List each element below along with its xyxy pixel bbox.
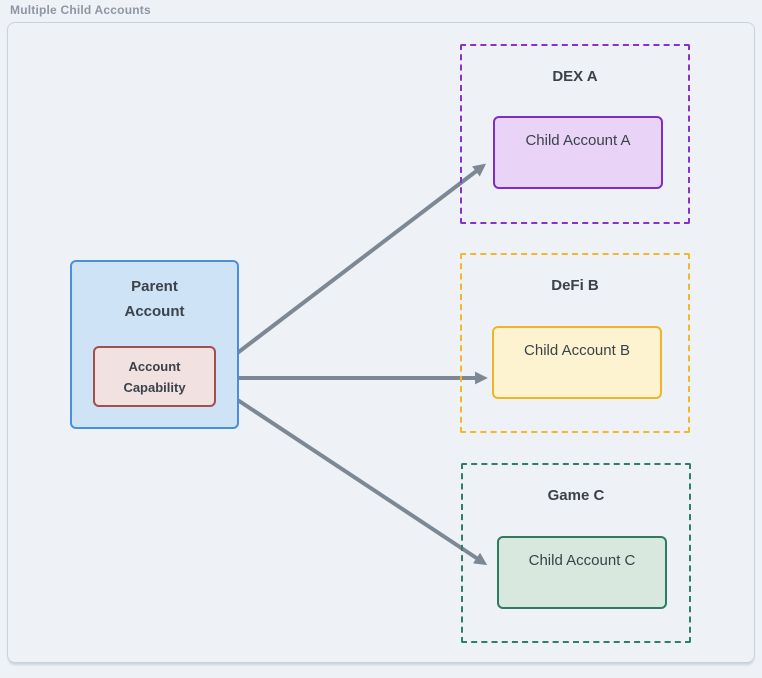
child-account-a-node: Child Account A (493, 116, 663, 189)
child-account-a-label: Child Account A (525, 132, 631, 149)
diagram-title: Multiple Child Accounts (10, 3, 151, 17)
child-account-c-label: Child Account C (528, 552, 636, 569)
account-capability-node: Account Capability (93, 346, 216, 407)
diagram-canvas: Parent Account Account Capability DEX A … (7, 22, 755, 663)
child-account-b-label: Child Account B (524, 342, 630, 359)
arrow-capability-to-child-c (213, 383, 488, 566)
group-defi-b-label: DeFi B (551, 277, 599, 294)
parent-account-label: Parent Account (124, 278, 185, 320)
group-defi-b: DeFi B Child Account B (460, 253, 690, 433)
child-account-b-node: Child Account B (492, 326, 662, 399)
child-account-c-node: Child Account C (497, 536, 667, 609)
group-game-c-label: Game C (547, 487, 605, 504)
group-dex-a-label: DEX A (552, 68, 598, 85)
group-game-c: Game C Child Account C (461, 463, 691, 643)
parent-account-node: Parent Account Account Capability (70, 260, 239, 429)
arrow-capability-to-child-a (213, 163, 487, 372)
account-capability-label: Account Capability (123, 359, 186, 395)
group-dex-a: DEX A Child Account A (460, 44, 690, 224)
